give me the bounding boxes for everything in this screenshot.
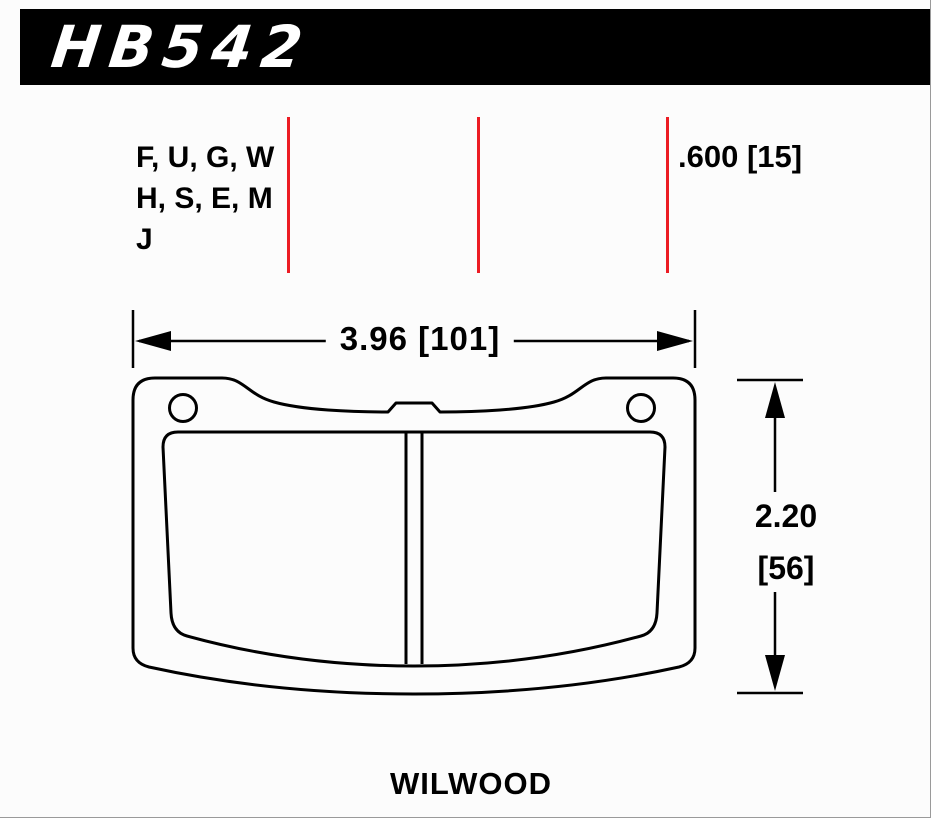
height-arrowhead-bottom (765, 655, 785, 691)
red-divider-line (287, 117, 290, 273)
application-brand-label: WILWOOD (390, 766, 552, 801)
pad-thickness-label: .600 [15] (678, 139, 803, 174)
height-arrowhead-top (765, 382, 785, 418)
width-arrowhead-left (135, 331, 171, 351)
compound-codes-line-1: F, U, G, W (136, 141, 275, 174)
height-dimension-label-group: 2.20 [56] (746, 492, 826, 592)
compound-codes-line-2: H, S, E, M (136, 182, 273, 215)
compound-codes-line-3: J (136, 223, 153, 256)
width-dimension-label: 3.96 [101] (325, 320, 515, 358)
height-dimension-label-inches: 2.20 (754, 498, 818, 534)
dimension-arrowheads (135, 331, 785, 691)
dimension-lines (131, 310, 803, 695)
pad-inner-outline (161, 430, 667, 668)
pad-outer-outline (131, 376, 697, 696)
compound-code-list: F, U, G, W H, S, E, M J (136, 137, 274, 260)
pad-hole-right (626, 393, 656, 423)
red-divider-line (666, 117, 669, 273)
red-divider-line (477, 117, 480, 273)
pad-outline-group (131, 376, 697, 696)
height-dimension-label-mm: [56] (757, 550, 815, 586)
part-number-banner: HB542 (20, 9, 930, 85)
width-arrowhead-right (657, 331, 693, 351)
pad-hole-left (168, 393, 198, 423)
